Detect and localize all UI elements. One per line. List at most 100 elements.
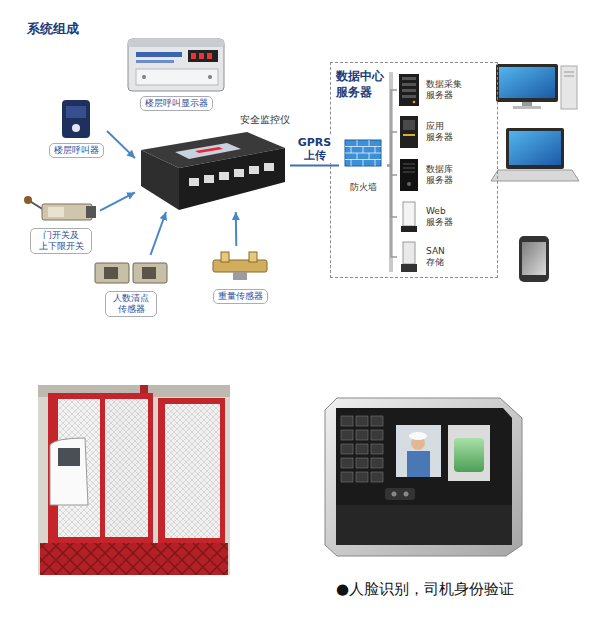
desktop-computer-icon: [496, 64, 558, 102]
face-recognition-terminal: [392, 492, 397, 497]
data-center-group: 数据中心 服务器防火墙 数据采集 服务器应用 服务器数据库 服务器 Web 服务器 S…: [330, 62, 498, 278]
laptop-icon: [506, 128, 564, 169]
desktop-computer-icon: [564, 72, 574, 73]
server-box: 数据采集 服务器: [397, 71, 492, 109]
connector-line: [387, 166, 397, 176]
server-box: [403, 120, 415, 130]
server-label: 数据采集 服务器: [426, 79, 464, 102]
people-count-sensor: [133, 263, 167, 283]
server-box: [403, 164, 415, 172]
face-recognition-terminal: [371, 458, 383, 468]
floor-caller: [66, 106, 86, 118]
safety-monitor: [175, 143, 241, 159]
device-label: 门开关及 上下限开关: [30, 228, 92, 255]
door-limit-switch: [48, 207, 64, 217]
edge-label: GPRS 上传: [296, 136, 334, 162]
floor-call-display: [142, 75, 146, 79]
server-box: [397, 73, 421, 107]
face-recognition-terminal: [454, 438, 484, 472]
desktop-computer-icon: [496, 64, 577, 109]
face-recognition-terminal: [407, 451, 430, 477]
floor-call-display: [128, 39, 224, 91]
group-heading: 数据中心 服务器: [336, 69, 388, 100]
storage-box: SAN 存储: [397, 239, 492, 275]
server-label: 数据库 服务器: [426, 164, 464, 187]
server-label: 应用 服务器: [426, 121, 464, 144]
server-box: [402, 77, 416, 80]
safety-monitor: [141, 150, 179, 210]
construction-elevator-photo: [40, 543, 228, 575]
phone-icon: [519, 236, 549, 282]
face-recognition-terminal: [404, 492, 409, 497]
construction-elevator-photo: [158, 398, 225, 543]
face-recognition-terminal: [341, 416, 383, 482]
connector-line: [387, 132, 397, 166]
safety-monitor: [249, 166, 259, 174]
face-recognition-terminal: [371, 416, 383, 426]
people-count-sensor: [142, 267, 156, 279]
desktop-computer-icon: [561, 66, 577, 109]
connector-line: [387, 166, 397, 258]
floor-call-display: [136, 69, 218, 85]
device-label: 人数清点 传感器: [105, 291, 157, 318]
connector-line: [387, 166, 397, 218]
construction-elevator-photo: [105, 399, 148, 537]
construction-elevator-photo: [38, 385, 230, 575]
connector-arrow: [235, 212, 238, 246]
construction-elevator-photo: [38, 385, 230, 575]
construction-elevator-photo: [105, 399, 148, 537]
storage-box: [403, 242, 415, 264]
safety-monitor: [135, 114, 290, 212]
connector-line: [387, 90, 397, 166]
people-count-sensor: [95, 263, 129, 283]
door-limit-switch: [22, 192, 100, 226]
face-recognition-terminal: [325, 398, 522, 556]
floor-call-display: [136, 60, 174, 63]
server-box: [400, 159, 418, 191]
safety-monitor: [189, 178, 199, 186]
weight-sensor: [221, 252, 229, 262]
face-recognition-terminal: [371, 430, 383, 440]
floor-call-display: [120, 35, 232, 95]
safety-monitor: 安全监控仪: [135, 114, 290, 212]
safety-monitor: [195, 147, 223, 153]
desktop-computer-icon: [499, 67, 555, 98]
face-recognition-terminal: [336, 408, 512, 505]
construction-elevator-photo: [50, 438, 88, 505]
floor-call-display: [191, 53, 196, 59]
connector-arrow: [151, 212, 167, 255]
server-box: [403, 202, 415, 226]
face-recognition-terminal: [396, 425, 441, 477]
safety-monitor: [264, 163, 274, 171]
floor-call-display: [199, 53, 204, 59]
server-box: [402, 89, 416, 92]
door-limit-switch: 门开关及 上下限开关: [22, 192, 100, 254]
server-label: Web 服务器: [426, 206, 464, 229]
construction-elevator-photo: [40, 543, 228, 575]
laptop-icon: [509, 131, 561, 165]
face-recognition-terminal: [341, 458, 353, 468]
door-limit-switch: [86, 206, 96, 218]
safety-monitor: [234, 169, 244, 177]
storage-box: [401, 264, 417, 272]
floor-call-display: 楼层呼叫显示器: [120, 35, 232, 111]
construction-elevator-photo: [48, 393, 153, 543]
construction-elevator-photo: [165, 404, 220, 538]
face-recognition-terminal: [356, 444, 368, 454]
face-recognition-terminal: [356, 430, 368, 440]
safety-monitor: [219, 172, 229, 180]
desktop-computer-icon: [513, 106, 541, 109]
device-label: 楼层呼叫器: [49, 143, 104, 158]
server-box: [407, 182, 411, 186]
phone-icon: [522, 242, 546, 275]
desktop-computer-icon: [564, 76, 574, 77]
weight-sensor: [249, 252, 257, 262]
face-recognition-terminal: [385, 488, 415, 500]
weight-sensor: [203, 246, 277, 286]
server-label: SAN 存储: [426, 246, 464, 269]
floor-caller: [62, 100, 90, 138]
device-label: 防火墙: [350, 182, 377, 193]
server-box: [397, 158, 421, 192]
